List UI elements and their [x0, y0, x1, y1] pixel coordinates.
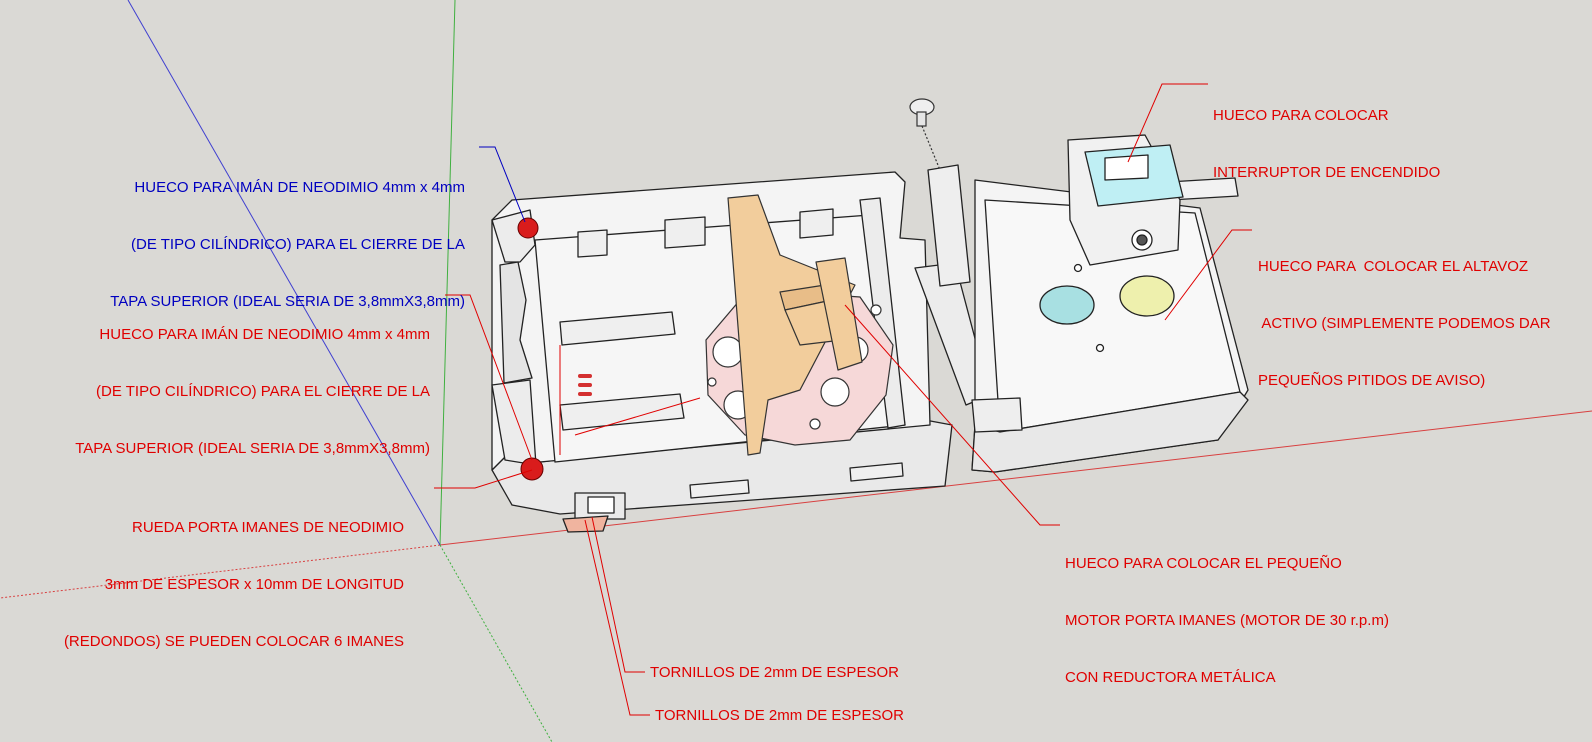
label-line: HUECO PARA COLOCAR EL PEQUEÑO [1065, 555, 1342, 572]
magnet-hole-top-label: HUECO PARA IMÁN DE NEODIMIO 4mm x 4mm (D… [110, 140, 465, 330]
label-line: HUECO PARA IMÁN DE NEODIMIO 4mm x 4mm [99, 326, 430, 343]
right-enclosure [914, 134, 1249, 473]
magnet-hole-bottom-icon [520, 457, 544, 481]
label-line: HUECO PARA COLOCAR [1213, 107, 1389, 124]
label-line: 3mm DE ESPESOR x 10mm DE LONGITUD [104, 576, 404, 593]
magnet-hole-top-icon [517, 217, 539, 239]
label-line: TAPA SUPERIOR (IDEAL SERIA DE 3,8mmX3,8m… [75, 440, 430, 457]
annotation-leaders [434, 83, 1252, 716]
label-line: CON REDUCTORA METÁLICA [1065, 669, 1276, 686]
label-line: (DE TIPO CILÍNDRICO) PARA EL CIERRE DE L… [96, 383, 430, 400]
magnet-hole-bottom-label: HUECO PARA IMÁN DE NEODIMIO 4mm x 4mm (D… [75, 287, 430, 477]
label-line: (REDONDOS) SE PUEDEN COLOCAR 6 IMANES [63, 633, 404, 650]
label-line: ACTIVO (SIMPLEMENTE PODEMOS DAR [1258, 315, 1551, 332]
magnet-wheel-label: RUEDA PORTA IMANES DE NEODIMIO 3mm DE ES… [64, 480, 404, 670]
label-line: RUEDA PORTA IMANES DE NEODIMIO [132, 519, 404, 536]
screws-label-lower: TORNILLOS DE 2mm DE ESPESOR [655, 707, 904, 724]
label-line: TAPA SUPERIOR (IDEAL SERIA DE 3,8mmX3,8m… [110, 293, 465, 310]
motor-holder-wood [727, 194, 863, 456]
label-line: INTERRUPTOR DE ENCENDIDO [1213, 164, 1441, 181]
label-line: HUECO PARA COLOCAR EL ALTAVOZ [1258, 258, 1529, 275]
label-line: MOTOR PORTA IMANES (MOTOR DE 30 r.p.m) [1065, 612, 1389, 629]
screw-icon [909, 98, 941, 171]
label-line: HUECO PARA IMÁN DE NEODIMIO 4mm x 4mm [134, 179, 465, 196]
screws-label-upper: TORNILLOS DE 2mm DE ESPESOR [650, 664, 899, 681]
speaker-label: HUECO PARA COLOCAR EL ALTAVOZ ACTIVO (SI… [1258, 219, 1551, 409]
motor-label: HUECO PARA COLOCAR EL PEQUEÑO MOTOR PORT… [1065, 516, 1389, 706]
power-switch-label: HUECO PARA COLOCAR INTERRUPTOR DE ENCEND… [1213, 68, 1440, 201]
label-line: (DE TIPO CILÍNDRICO) PARA EL CIERRE DE L… [131, 236, 465, 253]
label-line: PEQUEÑOS PITIDOS DE AVISO) [1258, 372, 1486, 389]
